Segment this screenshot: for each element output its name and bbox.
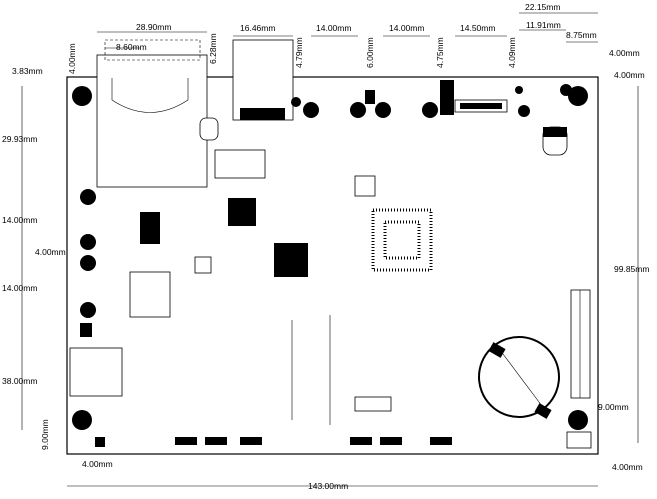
dim-bottom-right-hole-inset: 4.00mm [612, 462, 643, 472]
dim-usb-width: 16.46mm [240, 23, 275, 33]
dim-span-5: 38.00mm [2, 376, 37, 386]
sodimm-slot [69, 315, 331, 425]
oscillator [199, 117, 219, 141]
dim-span-4: 14.00mm [2, 283, 37, 293]
button [518, 105, 530, 117]
ic-cluster [129, 149, 376, 318]
left-connector-column [80, 189, 96, 337]
card-slot [96, 39, 208, 188]
dim-right-offset: 22.15mm [525, 2, 560, 12]
dim-jack-depth-1: 4.79mm [294, 37, 304, 68]
dim-height: 99.85mm [614, 264, 649, 274]
dim-hole-inset-left: 3.83mm [12, 66, 43, 76]
dim-span-3: 4.00mm [35, 247, 66, 257]
dim-bottom-hole-inset: 4.00mm [82, 459, 113, 469]
dim-hole-vertical-offset: 9.00mm [598, 402, 629, 412]
ribbon-connector [440, 80, 508, 115]
dim-hole-inset-top-left: 4.00mm [67, 43, 77, 74]
jack-row [291, 90, 438, 118]
dim-card-slot-offset: 8.60mm [116, 42, 147, 52]
button [515, 86, 523, 94]
battery-holder [478, 336, 560, 419]
dim-total-width: 143.00mm [308, 481, 348, 491]
bottom-connector-row [95, 396, 452, 447]
mounting-hole-top-right [568, 86, 588, 106]
dim-jack-pitch-1: 14.00mm [316, 23, 351, 33]
button [560, 84, 572, 96]
mounting-hole-top-left [72, 86, 92, 106]
dim-jack-depth-2: 6.00mm [365, 37, 375, 68]
dim-connector-width: 14.50mm [460, 23, 495, 33]
mounting-hole-bottom-left [72, 410, 92, 430]
dim-hole-inset-right-top: 4.00mm [614, 70, 645, 80]
dim-hole-inset-top-right: 4.00mm [609, 48, 640, 58]
dim-connector-depth: 4.75mm [435, 37, 445, 68]
dim-edge-offset-a: 4.09mm [507, 37, 517, 68]
dim-span-1: 29.93mm [2, 134, 37, 144]
dim-edge-offset-b: 8.75mm [566, 30, 597, 40]
dim-usb-height: 6.28mm [208, 33, 218, 64]
dim-span-2: 14.00mm [2, 215, 37, 225]
dim-card-slot-width: 28.90mm [136, 22, 171, 32]
pin-header [566, 289, 592, 449]
bga-chip [371, 208, 433, 272]
mounting-hole-bottom-right [568, 410, 588, 430]
dim-hole-offset: 11.91mm [526, 20, 561, 30]
usb-connector [232, 39, 294, 121]
dim-jack-pitch-2: 14.00mm [389, 23, 424, 33]
crystal-cap [543, 127, 567, 137]
dim-bottom-inset: 9.00mm [40, 419, 50, 450]
